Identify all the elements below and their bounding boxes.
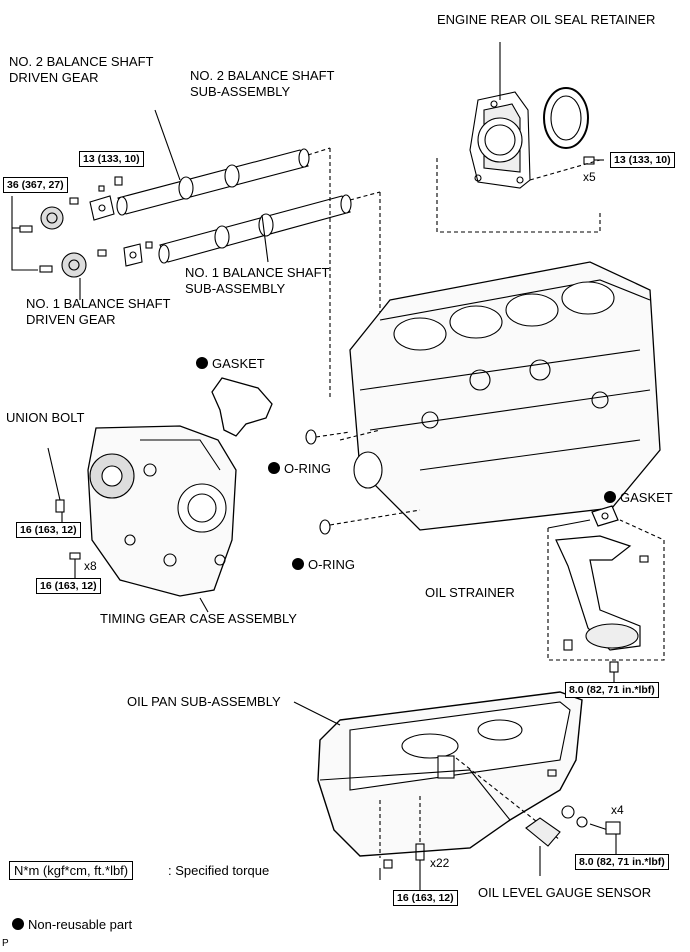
torque-13-shaft: 13 (133, 10)	[79, 151, 144, 167]
label-no1-gear-line1: NO. 1 BALANCE SHAFT	[26, 296, 171, 311]
nonreusable-dot-icon	[268, 462, 280, 474]
no2-gear-assembly	[19, 176, 123, 233]
strainer-bolt-right	[609, 661, 619, 673]
label-oil-strainer: OIL STRAINER	[425, 585, 515, 600]
no2-balance-shaft	[116, 109, 310, 216]
count-x22: x22	[430, 856, 450, 870]
label-oil-pan: OIL PAN SUB-ASSEMBLY	[127, 694, 281, 709]
count-x4: x4	[611, 803, 624, 817]
count-x8: x8	[84, 559, 97, 573]
gasket-right	[591, 505, 619, 527]
legend-nonreusable: Non-reusable part	[12, 917, 132, 932]
no1-gear-assembly	[39, 241, 153, 300]
legend-torque-text: : Specified torque	[168, 863, 270, 878]
oil-level-gauge-sensor	[525, 805, 621, 847]
label-no2-gear-line2: DRIVEN GEAR	[9, 70, 99, 85]
timing-gear-case	[87, 425, 237, 597]
nonreusable-dot-icon	[604, 491, 616, 503]
legend-torque-box: N*m (kgf*cm, ft.*lbf)	[9, 861, 134, 880]
rear-oil-seal	[543, 87, 589, 149]
label-no2-shaft-line2: SUB-ASSEMBLY	[190, 84, 291, 99]
corner-mark: P	[2, 938, 9, 949]
oil-strainer	[555, 535, 649, 651]
o-ring-1	[305, 429, 317, 445]
label-rear-oil-seal-retainer: ENGINE REAR OIL SEAL RETAINER	[437, 12, 656, 27]
torque-36-gear: 36 (367, 27)	[3, 177, 68, 193]
count-x5: x5	[583, 170, 596, 184]
torque-16-union: 16 (163, 12)	[16, 522, 81, 538]
label-no1-shaft-line2: SUB-ASSEMBLY	[185, 281, 286, 296]
union-bolt-part	[55, 499, 65, 513]
oil-pan	[317, 691, 583, 857]
label-o-ring-2: O-RING	[292, 557, 355, 572]
torque-16-case: 16 (163, 12)	[36, 578, 101, 594]
torque-16-pan: 16 (163, 12)	[393, 890, 458, 906]
o-ring-2	[319, 519, 331, 535]
nonreusable-dot-icon	[196, 357, 208, 369]
label-oil-level-gauge-sensor: OIL LEVEL GAUGE SENSOR	[478, 885, 652, 900]
label-gasket-right: GASKET	[604, 490, 673, 505]
case-bolt	[69, 552, 81, 560]
gasket-top	[211, 377, 273, 437]
label-timing-gear-case: TIMING GEAR CASE ASSEMBLY	[100, 611, 297, 626]
nonreusable-dot-icon	[12, 918, 24, 930]
label-gasket-top: GASKET	[196, 356, 265, 371]
oil-pan-nut	[547, 769, 557, 777]
no1-balance-shaft	[158, 194, 352, 264]
label-o-ring-1: O-RING	[268, 461, 331, 476]
strainer-bolt-left	[563, 639, 573, 651]
rear-oil-seal-retainer	[469, 42, 531, 189]
torque-8-sensor: 8.0 (82, 71 in.*lbf)	[575, 854, 669, 870]
label-no2-gear-line1: NO. 2 BALANCE SHAFT	[9, 54, 154, 69]
label-no2-shaft-line1: NO. 2 BALANCE SHAFT	[190, 68, 335, 83]
cylinder-block	[339, 261, 661, 531]
nonreusable-dot-icon	[292, 558, 304, 570]
torque-8-strainer: 8.0 (82, 71 in.*lbf)	[565, 682, 659, 698]
torque-13-retainer: 13 (133, 10)	[610, 152, 675, 168]
label-no1-shaft-line1: NO. 1 BALANCE SHAFT	[185, 265, 330, 280]
label-union-bolt: UNION BOLT	[6, 410, 85, 425]
retainer-bolt	[583, 156, 604, 165]
label-no1-gear-line2: DRIVEN GEAR	[26, 312, 116, 327]
